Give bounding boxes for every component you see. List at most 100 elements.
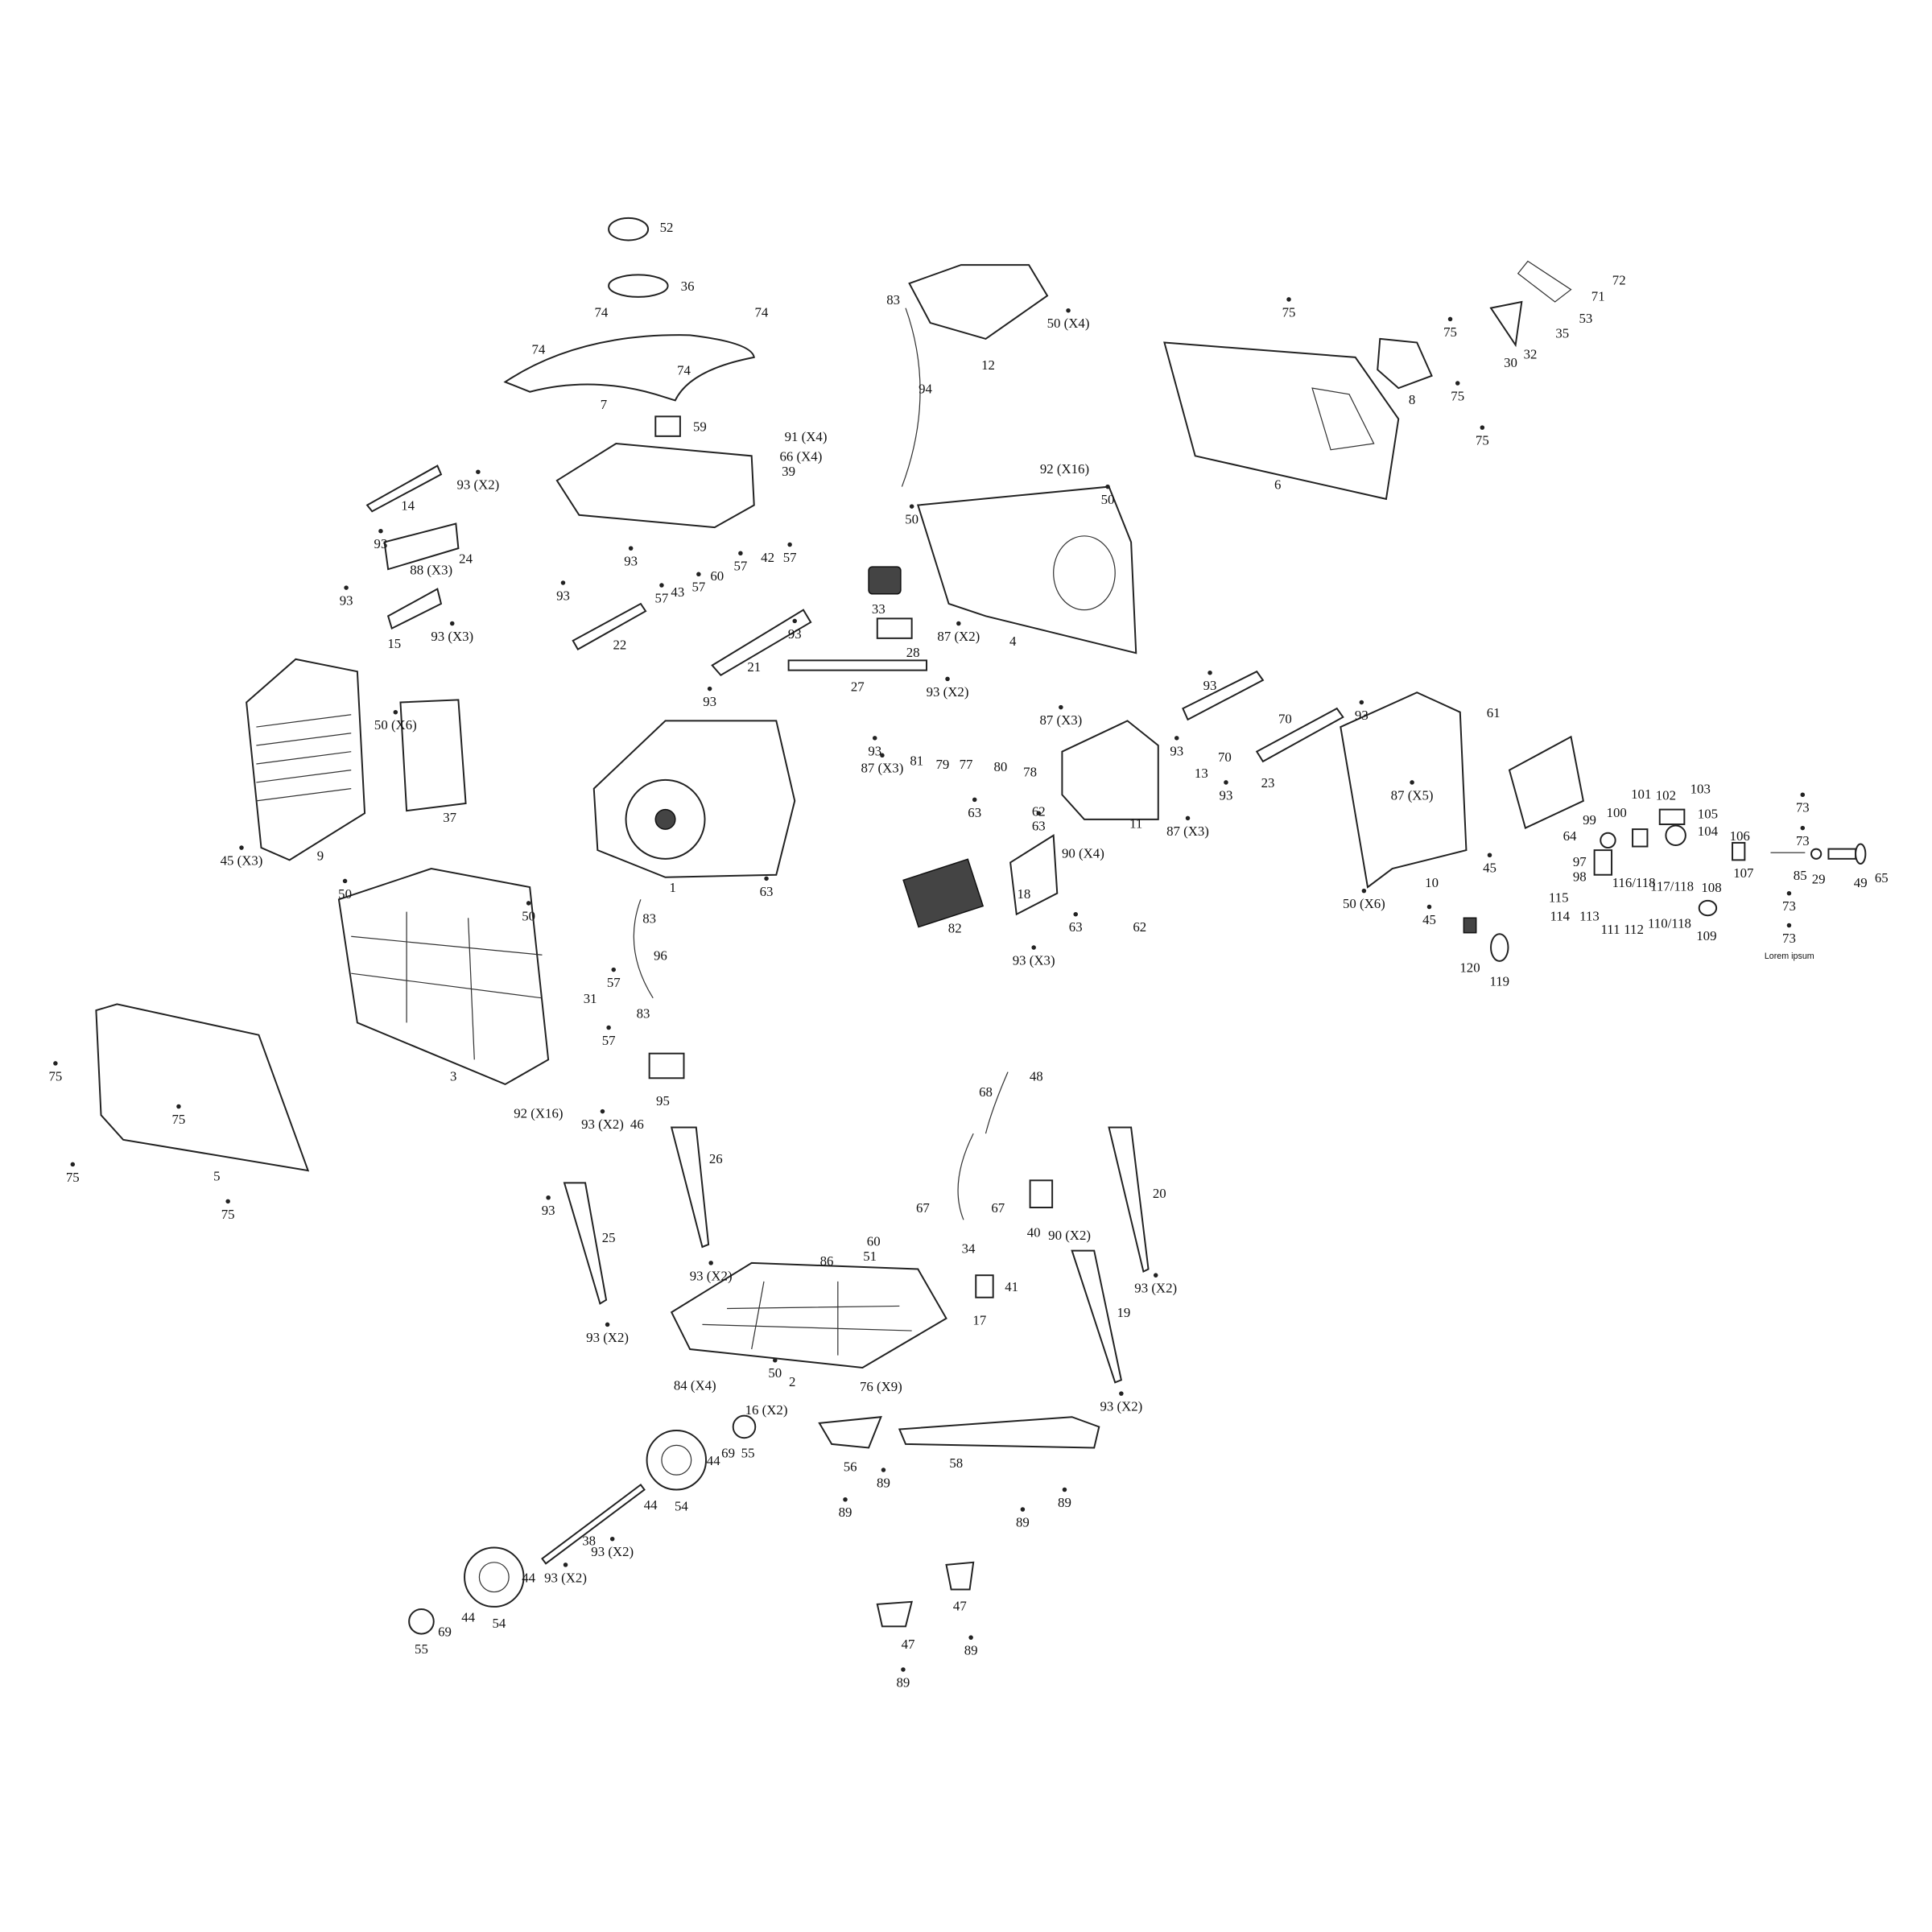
foot-47a bbox=[945, 1561, 975, 1591]
part-label: 93 bbox=[374, 536, 388, 551]
part-label: 73 bbox=[1796, 833, 1810, 848]
fastener-icon bbox=[738, 551, 743, 555]
part-label: 93 (X2) bbox=[581, 1117, 624, 1132]
part-label: 48 bbox=[1030, 1068, 1043, 1084]
side-panel-left bbox=[337, 868, 550, 1086]
part-label: 57 bbox=[783, 550, 797, 565]
diagram-caption: Lorem ipsum bbox=[1765, 952, 1814, 961]
part-label: 93 bbox=[1355, 708, 1368, 723]
part-label: 34 bbox=[962, 1241, 976, 1257]
part-label: 20 bbox=[1153, 1186, 1166, 1201]
meter-102 bbox=[1658, 808, 1686, 825]
fastener-icon bbox=[1185, 815, 1191, 821]
part-label: 90 (X4) bbox=[1062, 845, 1104, 861]
part-label: 79 bbox=[936, 757, 950, 772]
part-label: 93 (X3) bbox=[431, 629, 473, 644]
part-label: 112 bbox=[1624, 922, 1644, 937]
part-label: 78 bbox=[1023, 764, 1037, 779]
bracket-18 bbox=[1009, 834, 1059, 916]
wire-harness bbox=[957, 1071, 1009, 1220]
part-label: 87 (X5) bbox=[1391, 787, 1434, 803]
part-label: 87 (X3) bbox=[1039, 712, 1082, 728]
part-label: 98 bbox=[1573, 869, 1587, 884]
part-label: 114 bbox=[1550, 908, 1570, 923]
fastener-icon bbox=[70, 1162, 76, 1167]
part-label: 7 bbox=[601, 397, 607, 412]
part-label: 57 bbox=[655, 590, 669, 605]
fastener-icon bbox=[628, 546, 634, 551]
part-label: 63 bbox=[1032, 819, 1046, 834]
part-label: 70 bbox=[1218, 749, 1232, 765]
front-panel-right bbox=[1340, 691, 1468, 889]
part-label: 14 bbox=[401, 498, 415, 514]
rear-panel bbox=[1163, 341, 1400, 501]
part-label: 18 bbox=[1018, 886, 1031, 902]
bracket-23 bbox=[1255, 707, 1344, 763]
fastener-icon bbox=[600, 1108, 605, 1114]
fastener-icon bbox=[909, 504, 914, 509]
fastener-icon bbox=[1426, 904, 1432, 910]
part-label: 55 bbox=[741, 1446, 755, 1461]
part-label: 70 bbox=[1278, 711, 1292, 726]
part-label: 89 bbox=[839, 1505, 852, 1520]
wheel-front-hub bbox=[478, 1562, 510, 1593]
part-label: 50 bbox=[338, 886, 352, 902]
fastener-icon bbox=[378, 528, 383, 534]
bracket-13 bbox=[1182, 670, 1265, 721]
part-label: 23 bbox=[1261, 775, 1275, 791]
fastener-icon bbox=[560, 580, 566, 585]
part-label: 49 bbox=[1854, 875, 1868, 890]
fastener-icon bbox=[526, 901, 531, 906]
fastener-icon bbox=[1073, 911, 1078, 917]
part-label: 108 bbox=[1701, 880, 1721, 895]
part-label: 93 bbox=[868, 743, 881, 758]
part-label: 76 (X9) bbox=[860, 1379, 902, 1394]
part-label: 95 bbox=[656, 1093, 670, 1108]
part-label: 89 bbox=[897, 1674, 910, 1690]
fastener-icon bbox=[53, 1061, 58, 1066]
part-label: 110/118 bbox=[1648, 916, 1691, 931]
fastener-icon bbox=[1410, 780, 1414, 785]
part-label: 93 (X2) bbox=[1100, 1399, 1142, 1414]
socket-103 bbox=[1665, 824, 1686, 846]
inverter bbox=[902, 858, 985, 928]
part-label: 6 bbox=[1274, 477, 1281, 493]
fastener-icon bbox=[792, 618, 797, 624]
part-label: 120 bbox=[1459, 960, 1480, 976]
part-label: 72 bbox=[1612, 273, 1626, 288]
part-label: 42 bbox=[761, 550, 774, 565]
part-label: 105 bbox=[1698, 806, 1718, 821]
fastener-icon bbox=[1059, 704, 1063, 710]
part-label: 67 bbox=[991, 1200, 1005, 1216]
part-label: 93 bbox=[542, 1203, 555, 1218]
part-label: 62 bbox=[1133, 919, 1146, 935]
part-label: 50 bbox=[905, 512, 919, 527]
fastener-icon bbox=[342, 878, 348, 884]
fastener-icon bbox=[1031, 945, 1036, 950]
front-grille bbox=[256, 714, 352, 802]
fuel-tank bbox=[555, 442, 755, 529]
part-label: 5 bbox=[213, 1168, 220, 1183]
part-label: 83 bbox=[642, 910, 656, 926]
part-label: 86 bbox=[820, 1253, 834, 1269]
fastener-icon bbox=[1286, 297, 1291, 302]
battery bbox=[868, 566, 902, 595]
module-40 bbox=[1029, 1179, 1054, 1208]
air-filter-frame bbox=[399, 699, 467, 812]
part-label: 50 (X6) bbox=[1343, 896, 1385, 911]
fan-shroud bbox=[1061, 720, 1159, 820]
part-label: 2 bbox=[789, 1374, 795, 1389]
part-label: 85 bbox=[1794, 868, 1807, 883]
fastener-icon bbox=[1174, 736, 1179, 741]
control-module bbox=[648, 1052, 685, 1080]
fastener-icon bbox=[393, 709, 398, 715]
part-label: 93 (X2) bbox=[586, 1330, 629, 1345]
part-label: 55 bbox=[415, 1641, 428, 1657]
part-label: 50 bbox=[1101, 492, 1115, 507]
fastener-icon bbox=[1119, 1391, 1124, 1396]
part-label: 89 bbox=[964, 1643, 978, 1658]
part-label: 74 bbox=[755, 304, 769, 320]
part-label: 88 (X3) bbox=[410, 562, 452, 577]
part-label: 54 bbox=[675, 1499, 688, 1514]
fastener-icon bbox=[1786, 923, 1792, 928]
